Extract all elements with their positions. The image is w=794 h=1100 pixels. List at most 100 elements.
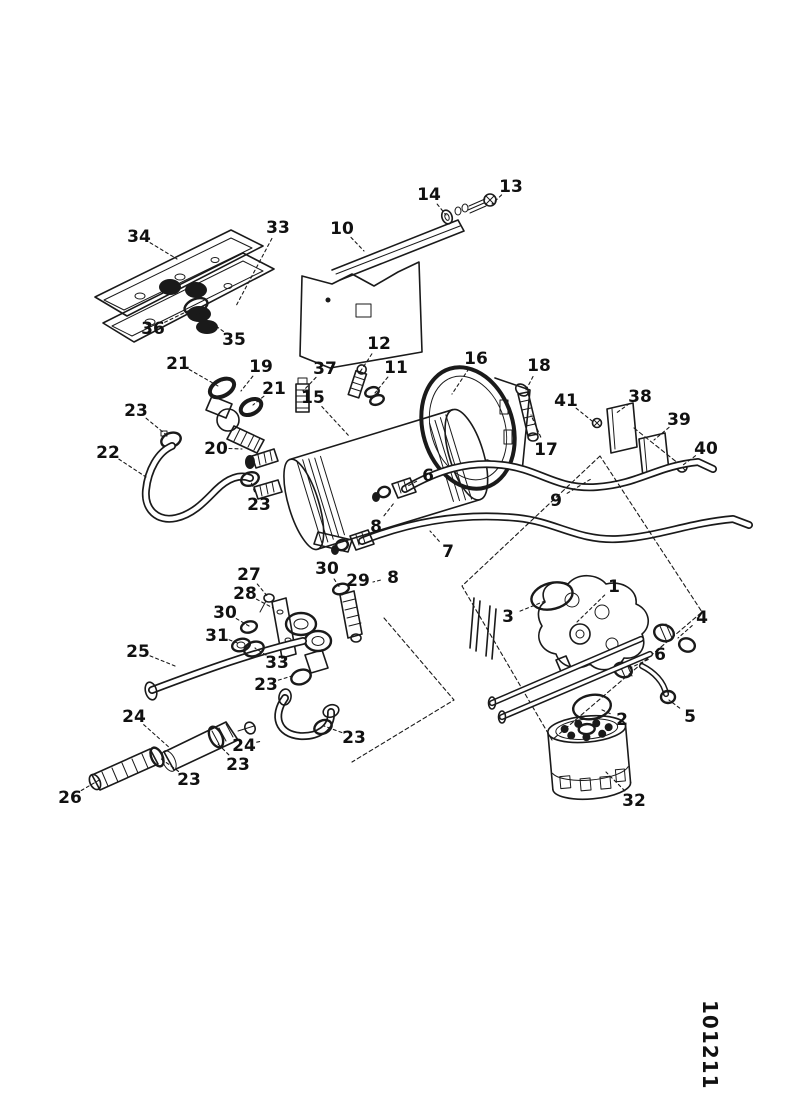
leader-line — [629, 658, 649, 669]
callout-number: 29 — [346, 571, 370, 591]
callout-29: 29 — [341, 571, 370, 596]
callout-number: 40 — [694, 439, 718, 459]
leader-line — [143, 724, 172, 750]
callout-13: 13 — [491, 177, 523, 205]
callout-number: 10 — [330, 219, 354, 239]
callout-35: 35 — [208, 320, 246, 350]
elbow-hose — [274, 649, 340, 741]
leader-line — [321, 406, 350, 437]
leader-line — [188, 368, 219, 387]
callout-27: 27 — [237, 565, 269, 598]
leader-line — [216, 742, 230, 756]
callout-24: 24 — [122, 707, 172, 750]
callout-1: 1 — [576, 577, 620, 623]
callout-18: 18 — [525, 356, 551, 391]
banjo-assembly — [230, 582, 363, 659]
callout-number: 11 — [384, 358, 408, 378]
filter-cartridge — [547, 714, 632, 801]
leader-line — [525, 375, 534, 391]
callout-19: 19 — [240, 357, 273, 392]
callout-number: 8 — [387, 568, 399, 588]
leader-line — [256, 740, 263, 743]
callout-23: 23 — [124, 401, 170, 438]
callout-28: 28 — [233, 584, 274, 609]
leader-line — [149, 242, 178, 260]
tee-fitting — [205, 376, 265, 454]
leader-line — [530, 414, 542, 438]
leader-line — [491, 194, 503, 205]
callout-23: 23 — [254, 674, 296, 695]
leader-line — [302, 376, 317, 392]
callout-23: 23 — [159, 757, 201, 790]
callout-number: 39 — [667, 410, 691, 430]
callout-20: 20 — [204, 439, 243, 459]
spring-bolt-37 — [295, 377, 310, 413]
callout-12: 12 — [359, 334, 391, 373]
callout-number: 24 — [232, 736, 256, 756]
leader-line — [653, 426, 670, 441]
leader-line — [145, 417, 170, 438]
leader-line — [228, 639, 241, 645]
callout-number: 17 — [534, 440, 558, 460]
leader-line — [677, 625, 693, 639]
supply-pipes — [487, 635, 654, 724]
leader-line — [240, 375, 254, 392]
callout-number: 21 — [262, 379, 286, 399]
callout-number: 15 — [301, 388, 325, 408]
leader-line — [374, 376, 389, 394]
callout-number: 21 — [166, 354, 190, 374]
leader-line — [350, 236, 365, 252]
leader-line — [252, 395, 265, 406]
callout-40: 40 — [682, 439, 718, 466]
callout-number: 35 — [222, 330, 246, 350]
hose-22 — [141, 442, 254, 523]
callout-26: 26 — [58, 778, 102, 808]
leader-line — [429, 530, 440, 542]
leader-line — [235, 237, 273, 307]
leader-line — [682, 455, 697, 466]
callout-number: 20 — [204, 439, 228, 459]
callout-number: 28 — [233, 584, 257, 604]
leader-line — [333, 578, 341, 589]
leader-line — [254, 647, 267, 656]
callout-number: 13 — [499, 177, 523, 197]
callout-number: 27 — [237, 565, 261, 585]
callout-number: 37 — [313, 359, 337, 379]
callout-number: 6 — [422, 466, 434, 486]
callout-21: 21 — [166, 354, 219, 387]
callout-22: 22 — [96, 443, 147, 478]
callout-2: 2 — [599, 708, 628, 730]
callout-30: 30 — [213, 603, 250, 627]
callout-37: 37 — [302, 359, 337, 392]
leader-line — [341, 588, 350, 596]
leader-line — [228, 447, 243, 450]
callout-number: 33 — [266, 218, 290, 238]
leader-line — [118, 458, 147, 478]
callout-number: 38 — [628, 387, 652, 407]
gasket-plates — [94, 229, 275, 343]
leader-line — [451, 368, 470, 395]
callout-number: 31 — [205, 626, 229, 646]
fuel-pipe-9 — [372, 458, 717, 502]
callout-39: 39 — [653, 410, 691, 441]
callout-number: 12 — [367, 334, 391, 354]
callout-number: 5 — [684, 707, 696, 727]
callout-4: 4 — [677, 608, 708, 639]
leader-line — [436, 203, 447, 216]
leader-line — [159, 757, 180, 772]
callout-number: 25 — [126, 642, 150, 662]
callout-32: 32 — [605, 771, 646, 811]
callout-17: 17 — [530, 414, 558, 460]
callout-30: 30 — [315, 559, 341, 589]
callout-41: 41 — [554, 391, 593, 422]
callout-number: 34 — [127, 227, 151, 247]
callout-38: 38 — [614, 387, 652, 415]
callout-number: 14 — [417, 185, 441, 205]
callout-number: 23 — [177, 770, 201, 790]
callout-8: 8 — [372, 568, 399, 588]
callout-number: 36 — [141, 319, 165, 339]
callout-24: 24 — [232, 736, 263, 756]
callout-33: 33 — [235, 218, 290, 307]
